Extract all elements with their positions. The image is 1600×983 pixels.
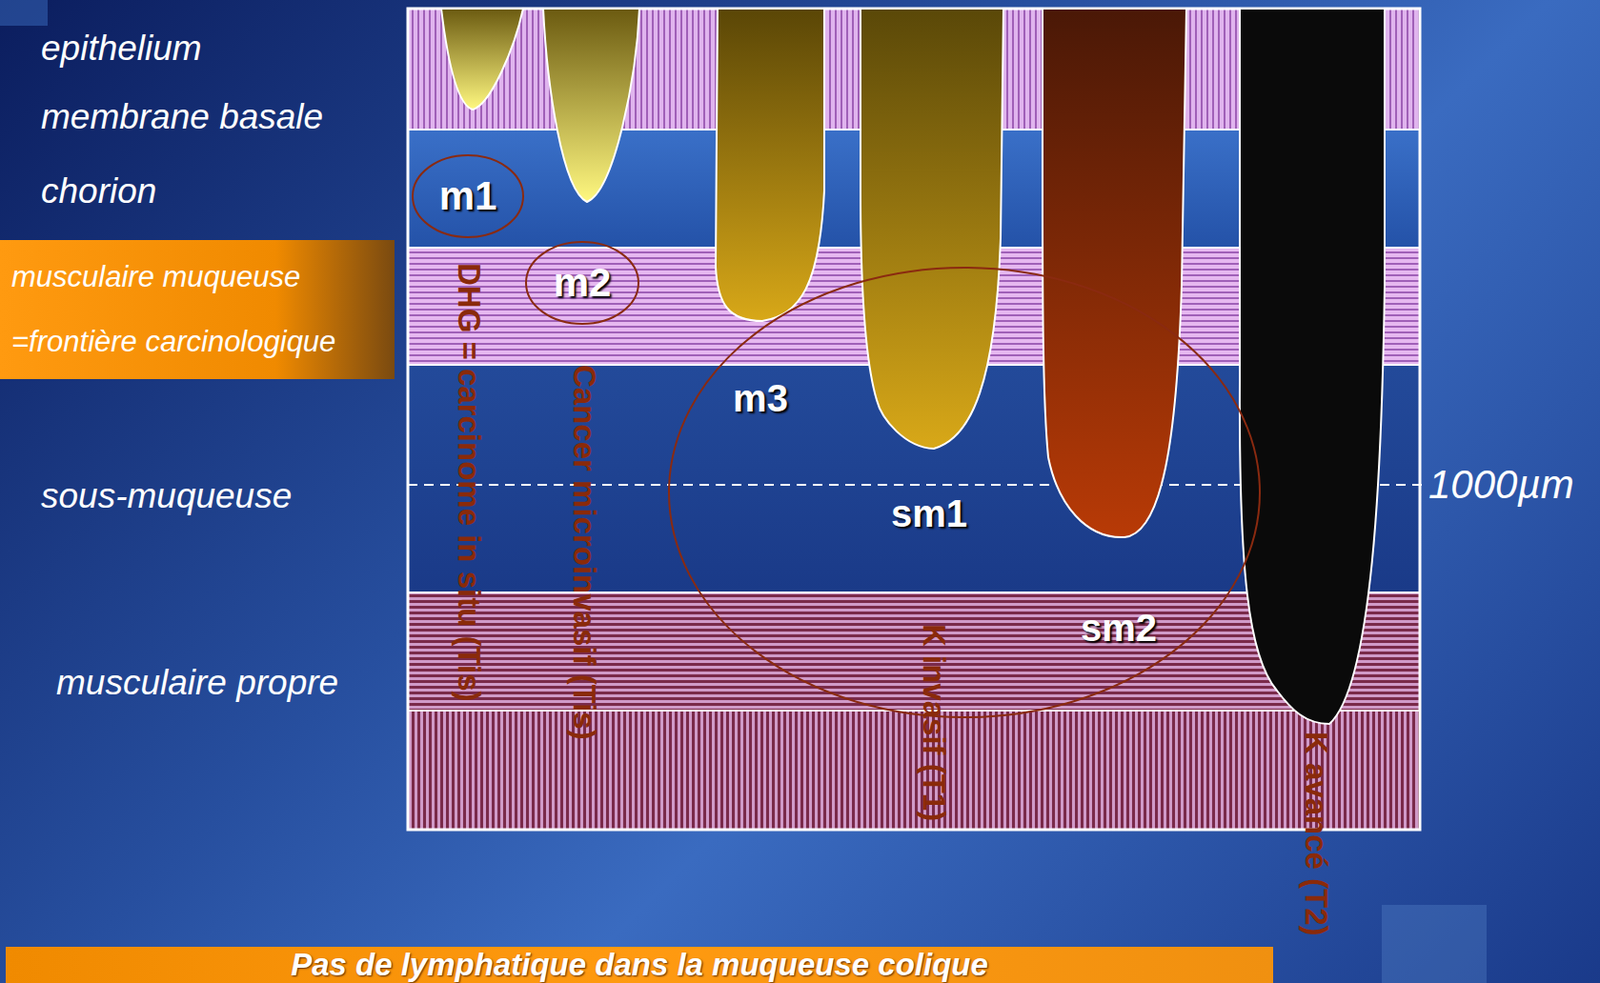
highlight-box: musculaire muqueuse =frontière carcinolo…: [0, 240, 395, 380]
stage-label: m3: [732, 377, 789, 421]
stage-circle: m2: [524, 240, 641, 326]
node-text: musculaire muqueuse =frontière carcinolo…: [11, 244, 389, 375]
layer-label: chorion: [40, 171, 157, 212]
stage-label: sm1: [891, 492, 968, 536]
layer-label: membrane basale: [40, 97, 324, 138]
stage-name: Cancer microinvasif (Tis): [566, 364, 603, 741]
node-text: m1: [439, 173, 498, 220]
node-text: Pas de lymphatique dans la muqueuse coli…: [290, 948, 989, 983]
stage-name: K avancé (T2): [1297, 731, 1335, 937]
layer-label: epithelium: [40, 28, 203, 69]
node-text: m2: [553, 260, 612, 306]
stage-circle: m1: [410, 153, 526, 240]
stage-name: K invasif (T1): [915, 624, 952, 822]
circle-outline: [526, 242, 639, 325]
layer-label: musculaire propre: [56, 663, 339, 704]
note-bar: Pas de lymphatique dans la muqueuse coli…: [5, 947, 1274, 983]
stage-name: DHG = carcinome in situ (Tis): [450, 263, 487, 703]
stage-label: sm2: [1080, 607, 1157, 650]
circle-outline: [412, 155, 524, 238]
layer-label: sous-muqueuse: [40, 476, 292, 517]
dimension-label: 1000µm: [1428, 462, 1575, 508]
